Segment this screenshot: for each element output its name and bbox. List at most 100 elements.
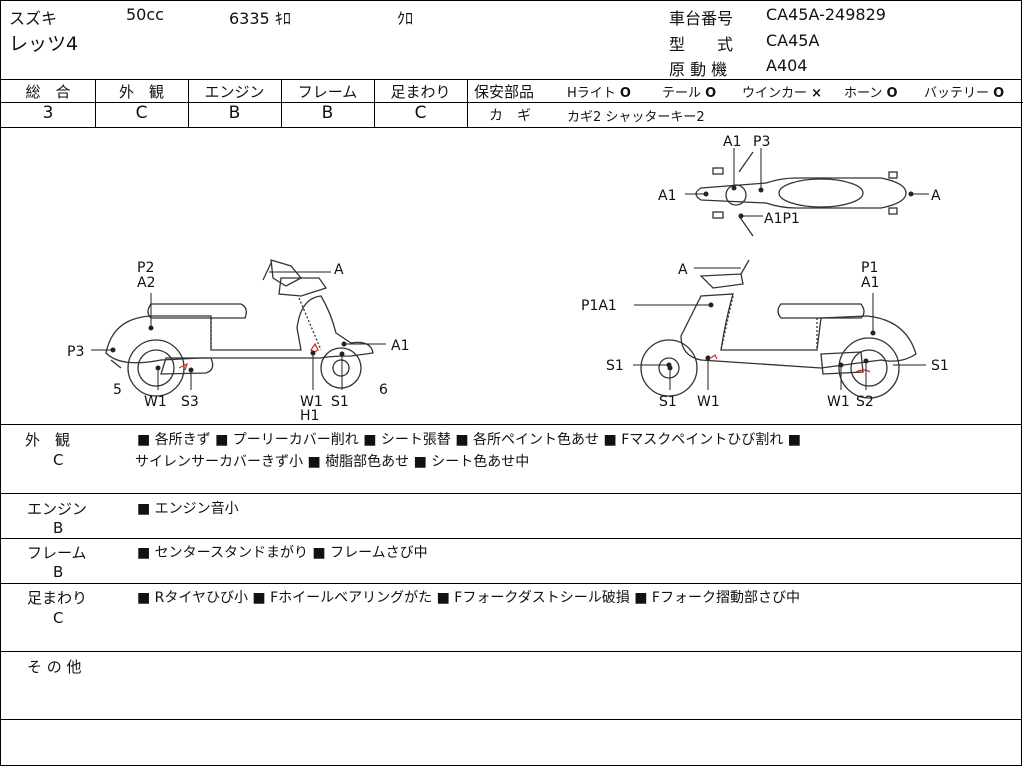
engine-value: A404: [766, 56, 808, 75]
divider: [467, 79, 468, 127]
remark-grade-suspension: C: [53, 609, 64, 627]
grade-header-frame: フレーム: [297, 83, 358, 101]
label-right-w1-rear: W1: [827, 394, 850, 410]
divider: [188, 79, 189, 127]
remark-category-suspension: 足まわり: [27, 589, 88, 607]
remark-category-frame: フレーム: [27, 544, 87, 562]
grade-value-exterior: C: [135, 103, 148, 123]
label-left-a2: A2: [137, 275, 155, 291]
scooter-top-view: [695, 151, 907, 237]
label-left-s3: S3: [181, 394, 199, 410]
label-right-p1: P1: [861, 260, 878, 276]
label-right-s2: S2: [856, 394, 874, 410]
safety-item-horn: ホーン O: [844, 82, 898, 101]
engine-label: 原 動 機: [669, 60, 728, 79]
type-label: 型 式: [669, 35, 734, 54]
frame-no-label: 車台番号: [669, 9, 734, 28]
key-value: カギ2 シャッターキー2: [567, 110, 705, 125]
grade-value-frame: B: [321, 103, 334, 123]
model-name: レッツ4: [9, 33, 79, 55]
remark-category-other: そ の 他: [27, 658, 82, 676]
safety-item-name: バッテリー: [924, 86, 990, 101]
remark-line: サイレンサーカバーきず小 ■ 樹脂部色あせ ■ シート色あせ中: [135, 454, 530, 470]
grade-value-engine: B: [228, 103, 241, 123]
color: ｸﾛ: [397, 9, 414, 28]
safety-item-winker: ウインカー ×: [742, 82, 822, 101]
safety-item-name: ホーン: [844, 86, 883, 101]
divider: [374, 79, 375, 127]
divider: [1, 493, 1021, 494]
safety-item-name: テール: [662, 86, 702, 101]
scooter-left-side-view: [105, 259, 374, 397]
safety-label: 保安部品: [474, 83, 535, 101]
mileage-value: 6335: [229, 9, 270, 28]
grade-value-overall: 3: [42, 103, 54, 123]
damage-diagram: A1 P3 A1 A A1P1 P2 A2 A P3 A1 5 W1 S3 W1…: [67, 134, 949, 424]
label-right-w1: W1: [697, 394, 720, 410]
label-left-5: 5: [113, 382, 122, 398]
divider: [1, 651, 1021, 652]
key-label: カ ギ: [489, 108, 531, 124]
remark-grade-exterior: C: [53, 451, 64, 469]
type-value: CA45A: [766, 31, 820, 50]
label-right-a: A: [678, 262, 688, 278]
divider: [1, 583, 1021, 584]
divider: [467, 102, 1023, 103]
label-left-a: A: [334, 262, 344, 278]
remark-category-engine: エンジン: [27, 500, 88, 518]
grade-header-exterior: 外 観: [118, 83, 164, 101]
label-top-a1-left: A1: [658, 188, 676, 204]
mileage: 6335 ｷﾛ: [229, 5, 291, 29]
remark-line: ■ センタースタンドまがり ■ フレームさび中: [137, 545, 428, 561]
remark-grade-frame: B: [53, 563, 64, 581]
label-left-h1: H1: [300, 408, 319, 424]
maker: スズキ: [9, 9, 58, 28]
remark-line: ■ Rタイヤひび小 ■ Fホイールベアリングがた ■ Fフォークダストシール破損…: [137, 590, 800, 606]
scooter-right-side-view: [640, 259, 917, 399]
label-left-w1-front: W1: [300, 394, 323, 410]
safety-item-mark: O: [705, 86, 717, 101]
label-left-w1: W1: [144, 394, 167, 410]
divider: [1, 719, 1021, 720]
grade-header-overall: 総 合: [25, 83, 71, 101]
divider: [1, 538, 1021, 539]
divider: [1, 424, 1021, 425]
label-right-s1-rear: S1: [606, 358, 624, 374]
displacement: 50cc: [126, 5, 164, 24]
frame-no: CA45A-249829: [766, 5, 886, 24]
safety-item-mark: O: [619, 86, 631, 101]
divider: [281, 79, 282, 127]
safety-item-tail: テール O: [662, 82, 716, 101]
safety-item-mark: ×: [811, 86, 823, 101]
remark-grade-engine: B: [53, 519, 64, 537]
label-left-a1: A1: [391, 338, 409, 354]
label-right-s1-end: S1: [931, 358, 949, 374]
remark-line: ■ 各所きず ■ プーリーカバー削れ ■ シート張替 ■ 各所ペイント色あせ ■…: [137, 432, 801, 448]
divider: [1, 102, 467, 103]
label-left-s1: S1: [331, 394, 349, 410]
label-right-p1a1: P1A1: [581, 298, 617, 314]
safety-item-name: Hライト: [567, 86, 616, 101]
divider: [1, 127, 1021, 128]
safety-item-mark: O: [886, 86, 898, 101]
label-left-6: 6: [379, 382, 388, 398]
mileage-unit: ｷﾛ: [274, 9, 291, 28]
safety-item-battery: バッテリー O: [924, 82, 1004, 101]
safety-item-headlight: Hライト O: [567, 82, 631, 101]
label-right-s1: S1: [659, 394, 677, 410]
safety-item-mark: O: [993, 86, 1005, 101]
grade-header-engine: エンジン: [204, 83, 265, 101]
label-right-a1: A1: [861, 275, 879, 291]
label-top-p3: P3: [753, 134, 770, 150]
remark-line: ■ エンジン音小: [137, 501, 239, 517]
label-top-a: A: [931, 188, 941, 204]
label-top-a1p1: A1P1: [764, 211, 800, 227]
grade-header-suspension: 足まわり: [390, 83, 451, 101]
grade-value-suspension: C: [414, 103, 427, 123]
label-left-p3: P3: [67, 344, 84, 360]
divider: [1, 79, 1021, 80]
safety-item-name: ウインカー: [742, 86, 808, 101]
remark-category-exterior: 外 観: [25, 431, 71, 449]
label-top-a1: A1: [723, 134, 741, 150]
